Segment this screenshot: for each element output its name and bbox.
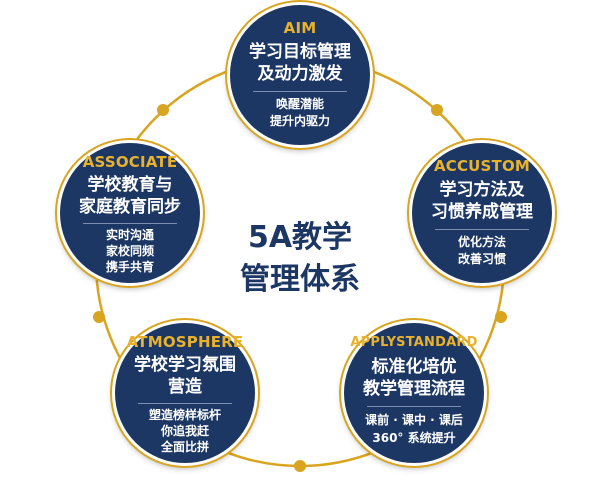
- node-applystandard-sub2: 360° 系统提升: [372, 431, 456, 445]
- node-atmosphere-title1: 学校学习氛围: [134, 355, 236, 375]
- node-atmosphere-title2: 营造: [168, 377, 202, 397]
- node-atmosphere-sub2: 你追我赶: [160, 424, 209, 438]
- node-accustom-title1: 学习方法及: [439, 180, 525, 200]
- node-atmosphere: ATMOSPHERE 学校学习氛围 营造 塑造榜样标杆 你追我赶 全面比拼: [112, 320, 258, 466]
- node-atmosphere-sub3: 全面比拼: [160, 440, 209, 454]
- node-aim-title1: 学习目标管理: [249, 42, 351, 62]
- node-aim: AIM 学习目标管理 及动力激发 唤醒潜能 提升内驱力: [227, 2, 373, 148]
- node-associate-en: ASSOCIATE: [82, 153, 178, 171]
- node-aim-sub1: 唤醒潜能: [275, 97, 324, 111]
- center-title-line1: 5A教学: [247, 220, 353, 255]
- node-atmosphere-sub1: 塑造榜样标杆: [148, 408, 221, 422]
- node-associate-title2: 家庭教育同步: [79, 197, 181, 217]
- ring-dot: [495, 311, 507, 323]
- center-title-line2: 管理体系: [240, 262, 360, 297]
- node-aim-title2: 及动力激发: [257, 64, 343, 84]
- ring-dot: [294, 460, 306, 472]
- node-applystandard-title1: 标准化培优: [371, 357, 457, 377]
- node-accustom-sub2: 改善习惯: [457, 252, 506, 266]
- node-applystandard-title2: 教学管理流程: [363, 379, 465, 399]
- node-accustom: ACCUSTOM 学习方法及 习惯养成管理 优化方法 改善习惯: [409, 140, 555, 286]
- node-aim-en: AIM: [283, 19, 317, 37]
- node-aim-divider: [253, 91, 347, 92]
- node-associate-sub3: 携手共育: [105, 260, 154, 274]
- node-atmosphere-divider: [138, 403, 232, 404]
- node-aim-sub2: 提升内驱力: [269, 114, 330, 128]
- node-accustom-title2: 习惯养成管理: [431, 202, 533, 222]
- node-accustom-divider: [435, 229, 529, 230]
- ring-dot: [157, 104, 169, 116]
- node-associate-sub1: 实时沟通: [105, 228, 154, 242]
- node-applystandard-en: APPLYSTANDARD: [350, 335, 478, 350]
- node-applystandard-sub1: 课前 · 课中 · 课后: [365, 413, 463, 427]
- node-applystandard-divider: [367, 406, 461, 407]
- node-associate: ASSOCIATE 学校教育与 家庭教育同步 实时沟通 家校同频 携手共育: [57, 140, 203, 286]
- node-atmosphere-en: ATMOSPHERE: [126, 333, 244, 351]
- node-associate-title1: 学校教育与: [87, 175, 173, 195]
- node-accustom-sub1: 优化方法: [457, 235, 506, 249]
- node-applystandard: APPLYSTANDARD 标准化培优 教学管理流程 课前 · 课中 · 课后 …: [341, 320, 487, 466]
- ring-dot: [93, 311, 105, 323]
- node-associate-divider: [83, 223, 177, 224]
- node-associate-sub2: 家校同频: [105, 244, 154, 258]
- node-accustom-en: ACCUSTOM: [433, 157, 531, 175]
- ring-dot: [431, 104, 443, 116]
